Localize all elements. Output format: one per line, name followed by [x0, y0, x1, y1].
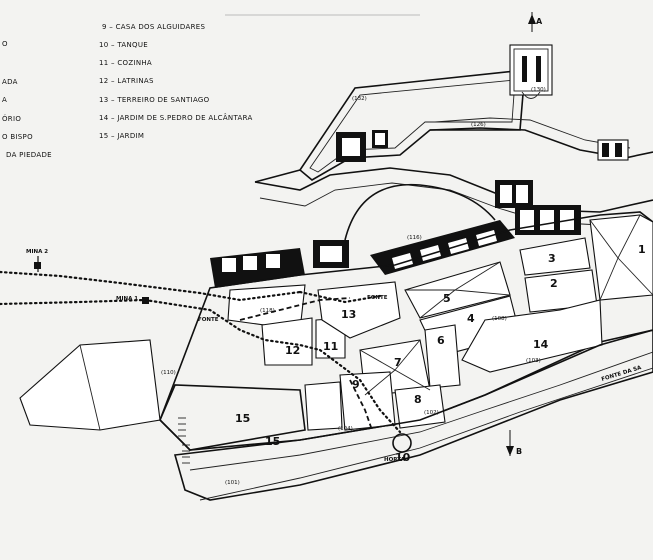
mina1-water-path — [0, 298, 322, 352]
north-terrace-wall — [429, 127, 653, 159]
zone-6 — [424, 324, 461, 389]
mina2-water-path — [0, 270, 302, 302]
north-wing-inner-wall — [309, 79, 516, 173]
north-wing-outer-wall — [298, 69, 526, 181]
horta-water-path — [318, 348, 402, 434]
mina1-marker — [142, 297, 149, 304]
zone-label-14: 14 — [533, 338, 549, 351]
zone-label-8: 8 — [414, 393, 422, 406]
zone-label-3: 3 — [548, 252, 556, 265]
code-110: (110) — [161, 370, 176, 376]
upper-terrace-wall — [254, 167, 653, 213]
legend-item-15: 15 – JARDIM — [99, 132, 145, 140]
legend-item-11: 11 – COZINHA — [99, 59, 153, 67]
section-marker-b — [506, 430, 514, 456]
code-101: (101) — [225, 480, 240, 486]
code-103: (103) — [526, 358, 541, 364]
northeast-structure — [597, 139, 629, 161]
legend-left-2: ADA — [2, 78, 18, 86]
code-118: (118) — [260, 308, 275, 314]
legend-left-6: DA PIEDADE — [6, 151, 52, 159]
stair-hatches — [178, 417, 190, 464]
label-section-b: B — [516, 447, 522, 456]
zone-label-15b: 15 — [265, 435, 280, 448]
zone-label-4: 4 — [467, 312, 475, 325]
zone-15-lower-garden — [173, 329, 653, 501]
upper-terrace-west-end — [254, 169, 301, 183]
code-108: (108) — [492, 316, 507, 322]
legend-left-3: A — [2, 96, 8, 104]
zone-label-5: 5 — [443, 292, 451, 305]
north-chapel — [336, 130, 388, 162]
zone-label-13: 13 — [341, 308, 356, 321]
zone-1 — [589, 214, 653, 301]
label-fonte-west: FONTE — [198, 317, 219, 323]
zone-label-15a: 15 — [235, 412, 250, 425]
dashed-channel — [239, 297, 351, 321]
legend-item-10: 10 – TANQUE — [99, 41, 148, 49]
north-tower-pier-a — [522, 56, 527, 82]
north-tower-inner — [513, 48, 549, 92]
code-116: (116) — [407, 235, 422, 241]
code-126: (126) — [471, 122, 486, 128]
lower-garden-inner-line-2 — [199, 367, 653, 501]
zone-10-tanque — [304, 381, 343, 431]
zone-3 — [519, 237, 591, 276]
code-132: (132) — [352, 96, 367, 102]
legend-item-13: 13 – TERREIRO DE SANTIAGO — [99, 96, 210, 104]
fonte-water-path — [298, 290, 382, 304]
label-mina1: MINA 1 — [116, 296, 138, 302]
legend-item-14: 14 – JARDIM DE S.PEDRO DE ALCÂNTARA — [99, 114, 253, 122]
dashed-channel-2 — [349, 379, 373, 431]
zone-label-9: 9 — [352, 378, 360, 391]
label-mina2: MINA 2 — [26, 249, 48, 255]
code-104: (104) — [338, 426, 353, 432]
north-tower — [509, 44, 553, 96]
north-tower-apse — [521, 91, 541, 99]
zone-12-latrinas — [261, 317, 313, 366]
zone-label-10: 10 — [395, 451, 411, 464]
central-building-chain — [210, 180, 581, 288]
zone-label-6: 6 — [437, 334, 445, 347]
zone-label-1: 1 — [638, 243, 646, 256]
north-tower-pier-b — [536, 56, 541, 82]
code-102: (102) — [424, 410, 439, 416]
legend-item-9: 9 – CASA DOS ALGUIDARES — [102, 23, 206, 31]
courtyard-curved-wall — [344, 183, 496, 241]
section-marker-a — [528, 12, 536, 32]
mina2-marker — [34, 262, 41, 269]
roof-hip-lines — [359, 214, 653, 396]
lower-garden-inner-line — [189, 351, 653, 471]
label-horta: HORTA — [384, 457, 406, 463]
legend-left-1: O — [2, 40, 8, 48]
zone-9-casa-dos-alguidares — [339, 371, 396, 431]
legend-left-4: ÓRIO — [2, 115, 22, 123]
zone-label-12: 12 — [285, 344, 300, 357]
zone-15-upper-garden — [159, 384, 306, 451]
horta-circle — [392, 433, 412, 453]
label-fonte-east: FONTE — [367, 295, 388, 301]
zone-label-7: 7 — [394, 356, 402, 369]
west-building-divider — [79, 344, 101, 431]
code-130: (130) — [531, 87, 546, 93]
zone-8 — [394, 384, 446, 429]
zone-label-11: 11 — [323, 340, 338, 353]
west-building-110 — [19, 339, 161, 431]
label-section-a: A — [536, 17, 543, 26]
legend-left-5: O BISPO — [2, 133, 33, 141]
zone-label-2: 2 — [550, 277, 558, 290]
legend-item-12: 12 – LATRINAS — [99, 77, 154, 85]
